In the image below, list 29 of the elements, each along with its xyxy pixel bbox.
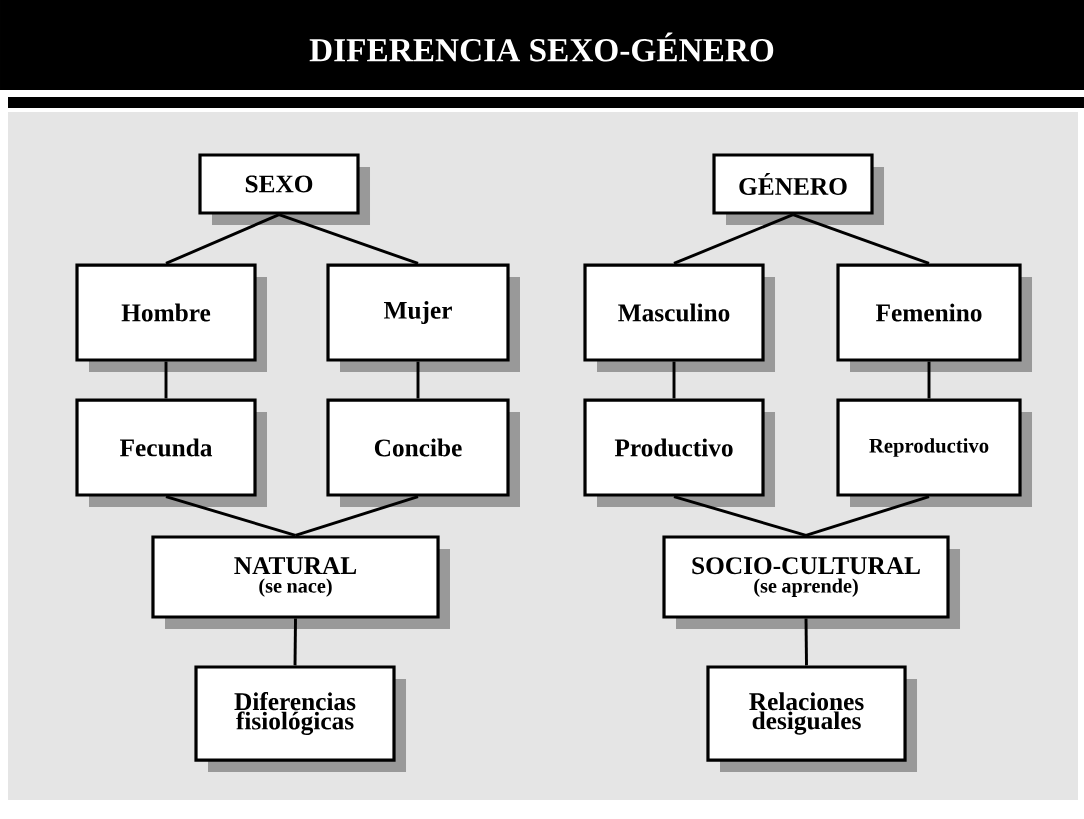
text-box: Concibe — [326, 398, 520, 507]
connector-line — [672, 361, 676, 399]
text-box: Hombre — [75, 263, 267, 372]
connector-line — [927, 361, 931, 399]
title-bar: DIFERENCIA SEXO-GÉNERO — [0, 0, 1084, 90]
text-box: GÉNERO — [712, 153, 884, 225]
connector-line — [165, 495, 296, 537]
text-box: SOCIO-CULTURAL (se aprende) — [662, 535, 960, 629]
text-box: SEXO — [198, 153, 370, 225]
text-box: Reproductivo — [836, 398, 1032, 507]
connector-line — [673, 213, 794, 265]
connector-line — [805, 495, 930, 537]
connector-line — [295, 495, 419, 537]
text-box: Masculino — [583, 263, 775, 372]
connector-line — [278, 213, 419, 265]
text-box: Relaciones desiguales — [706, 665, 917, 772]
text-box: Femenino — [836, 263, 1032, 372]
text-box: NATURAL (se nace) — [151, 535, 450, 629]
connector-line — [673, 495, 807, 537]
connector-line — [164, 361, 168, 399]
connector-line — [293, 618, 297, 666]
connector-line — [792, 213, 930, 265]
connector-line — [416, 361, 420, 399]
text-box: Diferencias fisiológicas — [194, 665, 406, 772]
text-box: Fecunda — [75, 398, 267, 507]
connector-line — [804, 618, 808, 666]
connector-line — [165, 213, 280, 265]
text-box: Mujer — [326, 263, 520, 372]
text-box: Productivo — [583, 398, 775, 507]
